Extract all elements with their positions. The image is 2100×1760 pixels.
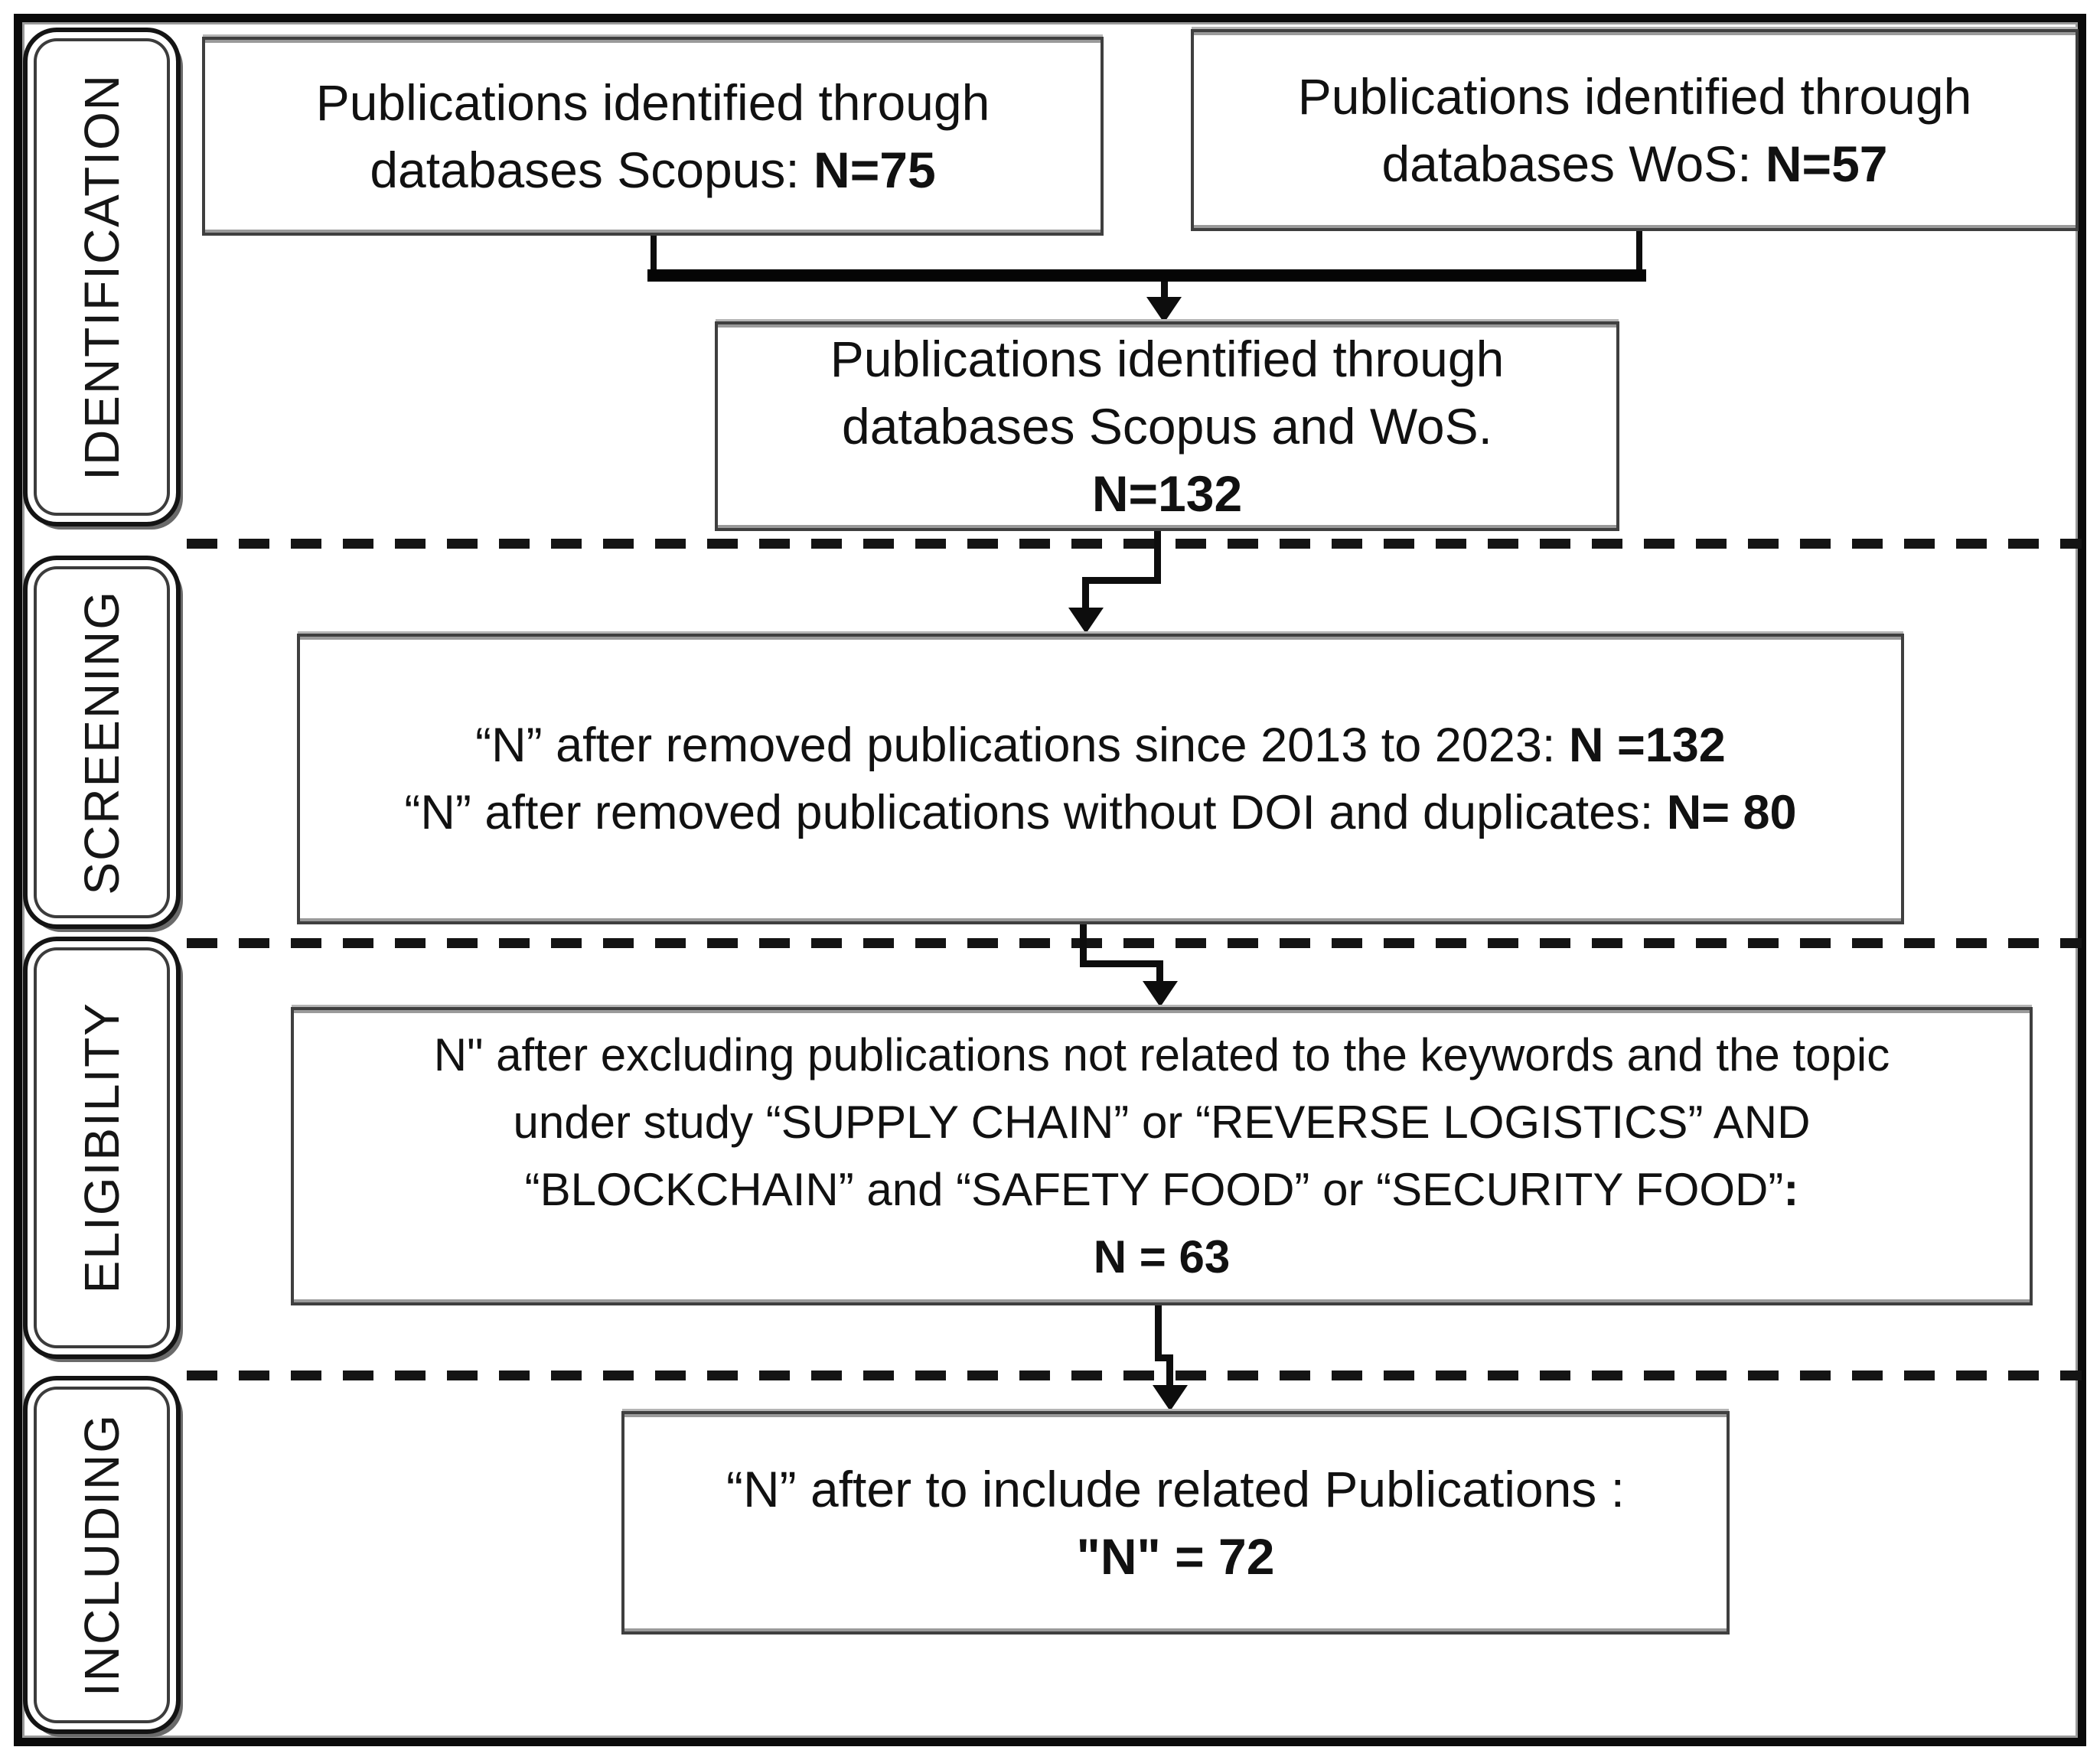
arrow-down-icon — [1146, 297, 1182, 323]
connector-wos-stub — [1636, 231, 1642, 274]
box-screening-line: “N” after removed publications without D… — [404, 786, 1797, 839]
stage-screening: SCREENING — [23, 556, 181, 929]
stage-screening-label: SCREENING — [74, 589, 129, 895]
box-eligibility: N" after excluding publications not rela… — [291, 1007, 2033, 1305]
box-scopus-line: Publications identified through — [315, 74, 990, 131]
connector-screening-eligibility-v2 — [1156, 960, 1163, 984]
box-merged-line: databases Scopus and WoS. — [841, 398, 1492, 455]
box-wos-line: databases WoS: N=57 — [1381, 135, 1888, 192]
connector-merged-screening-v2 — [1082, 577, 1089, 611]
connector-scopus-stub — [651, 236, 657, 274]
box-eligibility-line: “BLOCKCHAIN” and “SAFETY FOOD” or “SECUR… — [524, 1164, 1799, 1215]
connector-eligibility-including-v2 — [1166, 1354, 1173, 1388]
stage-eligibility: ELIGIBILITY — [23, 937, 181, 1359]
box-including-line: “N” after to include related Publication… — [726, 1461, 1625, 1517]
connector-screening-eligibility-h — [1080, 960, 1163, 967]
connector-merged-screening-h — [1082, 577, 1161, 584]
stage-identification: IDENTIFICATION — [23, 28, 181, 526]
stage-identification-label: IDENTIFICATION — [74, 73, 129, 481]
diagram-outer-frame — [14, 14, 2086, 1746]
arrow-down-icon — [1068, 608, 1104, 634]
arrow-down-icon — [1153, 1385, 1188, 1411]
box-eligibility-line: N" after excluding publications not rela… — [433, 1029, 1890, 1080]
box-eligibility-line: under study “SUPPLY CHAIN” or “REVERSE L… — [513, 1097, 1811, 1148]
connector-merged-screening-v1 — [1154, 531, 1161, 583]
arrow-down-icon — [1143, 981, 1178, 1007]
box-wos: Publications identified through database… — [1191, 29, 2079, 231]
connector-eligibility-including-v1 — [1155, 1305, 1162, 1361]
stage-eligibility-label: ELIGIBILITY — [74, 1002, 129, 1294]
box-merged-line: N=132 — [1091, 465, 1243, 522]
dashed-divider-eligibility-including — [187, 1371, 2082, 1380]
box-eligibility-line: N = 63 — [1093, 1231, 1231, 1283]
dashed-divider-identification-screening — [187, 539, 2082, 549]
connector-merge-bar — [647, 269, 1646, 282]
box-screening-line: “N” after removed publications since 201… — [475, 719, 1726, 772]
box-screening: “N” after removed publications since 201… — [297, 634, 1904, 924]
box-merged-line: Publications identified through — [830, 331, 1505, 387]
connector-eligibility-including-h — [1155, 1354, 1173, 1361]
stage-including: INCLUDING — [23, 1376, 181, 1734]
box-including-line: "N" = 72 — [1076, 1528, 1275, 1585]
connector-screening-eligibility-v1 — [1080, 924, 1087, 967]
box-scopus: Publications identified through database… — [202, 37, 1104, 236]
box-wos-line: Publications identified through — [1297, 68, 1972, 125]
box-scopus-line: databases Scopus: N=75 — [370, 142, 936, 198]
dashed-divider-screening-eligibility — [187, 938, 2082, 948]
connector-merge-stem — [1161, 282, 1168, 298]
box-including: “N” after to include related Publication… — [621, 1411, 1730, 1635]
stage-including-label: INCLUDING — [74, 1413, 129, 1697]
box-merged: Publications identified through database… — [715, 321, 1619, 531]
